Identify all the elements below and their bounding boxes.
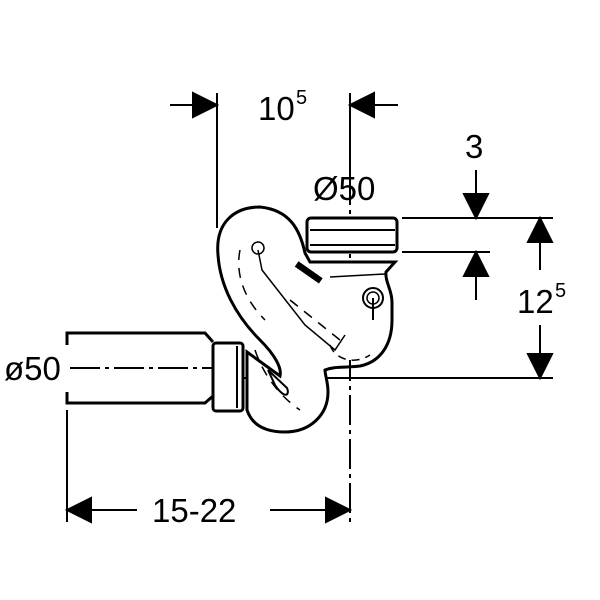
dim-side-diameter: ø50 — [4, 350, 61, 387]
arrowhead — [462, 249, 490, 277]
arrowhead — [526, 353, 554, 381]
arrowhead — [64, 496, 92, 524]
dim-top-width-sup: 5 — [296, 87, 307, 109]
side-pipe — [65, 331, 245, 413]
arrowhead — [347, 91, 375, 119]
siphon-inner-detail — [238, 241, 374, 411]
dim-height-sup: 5 — [555, 280, 566, 302]
arrowhead — [325, 496, 353, 524]
arrowhead — [192, 91, 220, 119]
dim-height: 12 — [517, 283, 554, 320]
siphon-body — [216, 205, 399, 434]
dim-socket-depth: 3 — [465, 128, 483, 165]
dim-top-diameter: Ø50 — [313, 170, 375, 207]
arrowhead — [462, 193, 490, 221]
dim-top-width: 10 — [258, 90, 295, 127]
dim-length: 15-22 — [152, 492, 236, 529]
arrowhead — [526, 215, 554, 243]
